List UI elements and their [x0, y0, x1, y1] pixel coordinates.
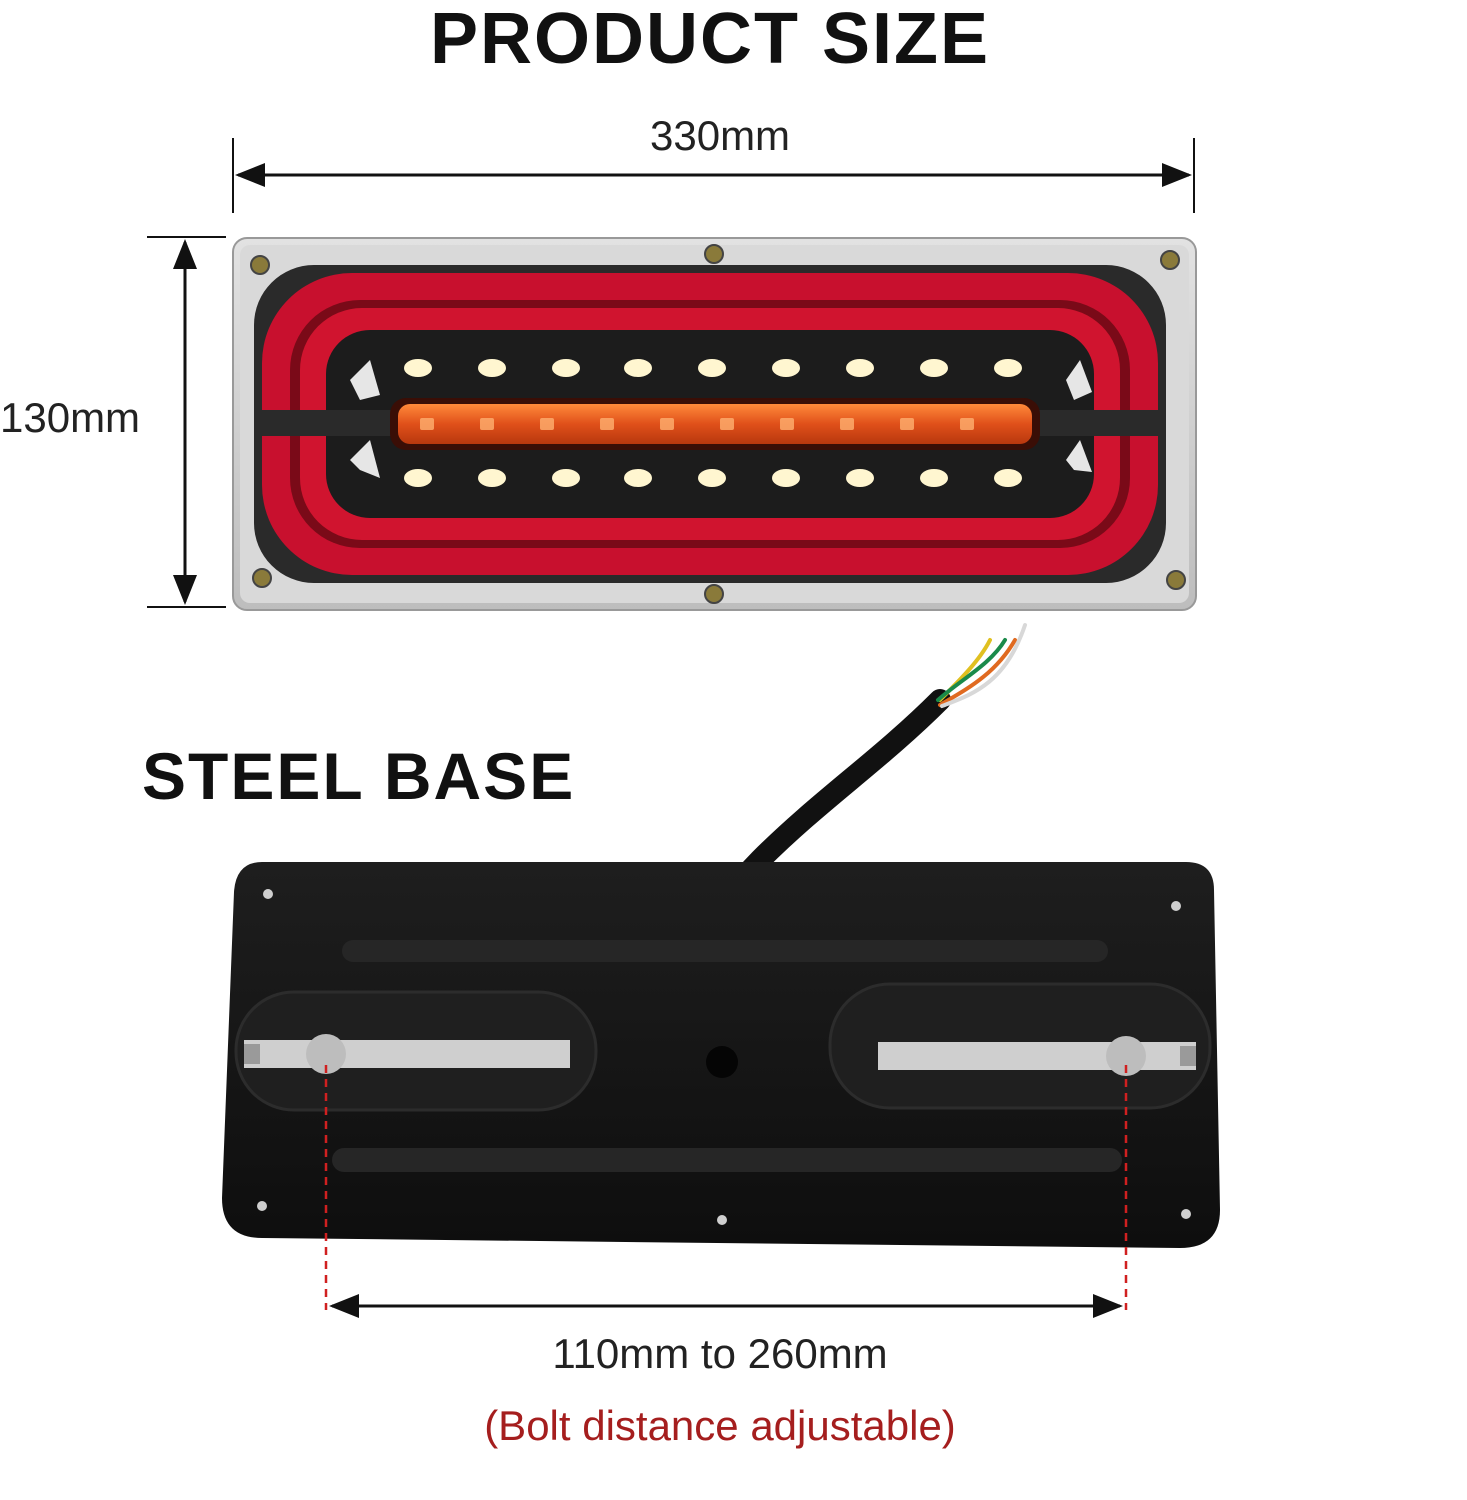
steel-base-title: STEEL BASE [142, 739, 576, 813]
width-dimension-line [232, 138, 1195, 213]
bolt-distance-indicator [324, 1065, 1128, 1318]
tail-light [232, 237, 1197, 611]
led-row-top [404, 359, 1022, 377]
height-dimension-label: 130mm [0, 394, 141, 441]
led-row-bottom [404, 469, 1022, 487]
height-dimension-line [147, 236, 226, 608]
right-bolt-bar [878, 1036, 1196, 1076]
screw-icon [250, 244, 1186, 604]
bolt-adjustable-note: (Bolt distance adjustable) [484, 1402, 956, 1449]
end-reflector-icon [350, 360, 1092, 478]
left-bolt-bar [244, 1034, 570, 1074]
product-size-title: PRODUCT SIZE [429, 0, 991, 79]
steel-base-plate [222, 862, 1220, 1248]
amber-led-dots [420, 418, 974, 430]
mounting-hole-icon [257, 889, 1191, 1225]
width-dimension-label: 330mm [650, 112, 791, 159]
bolt-distance-label: 110mm to 260mm [552, 1330, 888, 1377]
